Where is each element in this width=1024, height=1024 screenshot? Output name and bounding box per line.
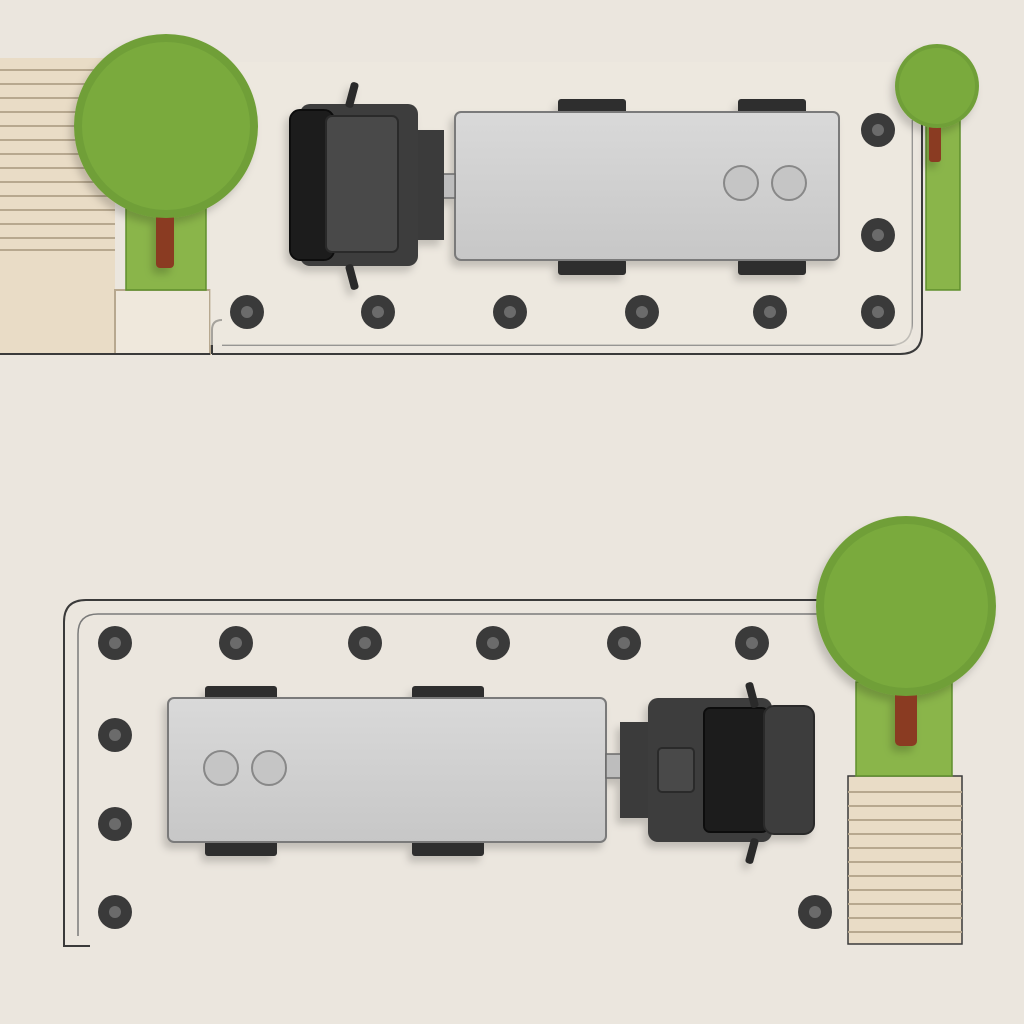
trailer-vent — [771, 165, 807, 201]
trailer-vent — [251, 750, 287, 786]
bollard-icon — [798, 895, 832, 929]
bollard-icon — [753, 295, 787, 329]
bollard-icon — [625, 295, 659, 329]
bollard-icon — [476, 626, 510, 660]
cab-window — [703, 707, 769, 833]
wheel — [205, 840, 277, 856]
curb-bottom — [63, 599, 820, 947]
wheel — [558, 259, 626, 275]
bollard-icon — [98, 895, 132, 929]
tree-icon — [895, 680, 917, 746]
bollard-icon — [98, 807, 132, 841]
paving-bottom-right — [847, 775, 963, 945]
wheel — [738, 259, 806, 275]
bollard-icon — [348, 626, 382, 660]
bollard-icon — [735, 626, 769, 660]
bollard-icon — [607, 626, 641, 660]
bottom-lot — [63, 516, 996, 947]
tree-top-right — [895, 44, 979, 162]
bollard-icon — [230, 295, 264, 329]
bollards-top — [230, 113, 895, 329]
bollard-icon — [861, 295, 895, 329]
bollard-icon — [361, 295, 395, 329]
tree-icon — [156, 210, 174, 268]
bollard-icon — [861, 218, 895, 252]
wheel — [412, 840, 484, 856]
bollard-icon — [219, 626, 253, 660]
tree-bottom-right — [816, 516, 996, 746]
bollard-icon — [861, 113, 895, 147]
truck-top — [289, 82, 840, 290]
truck-bottom — [167, 682, 815, 864]
bollard-icon — [493, 295, 527, 329]
trailer-vent — [723, 165, 759, 201]
top-lot — [0, 34, 979, 355]
bollard-icon — [98, 626, 132, 660]
tree-top-left — [74, 34, 258, 268]
bollards-bottom — [98, 626, 832, 929]
bollard-icon — [98, 718, 132, 752]
trailer-vent — [203, 750, 239, 786]
